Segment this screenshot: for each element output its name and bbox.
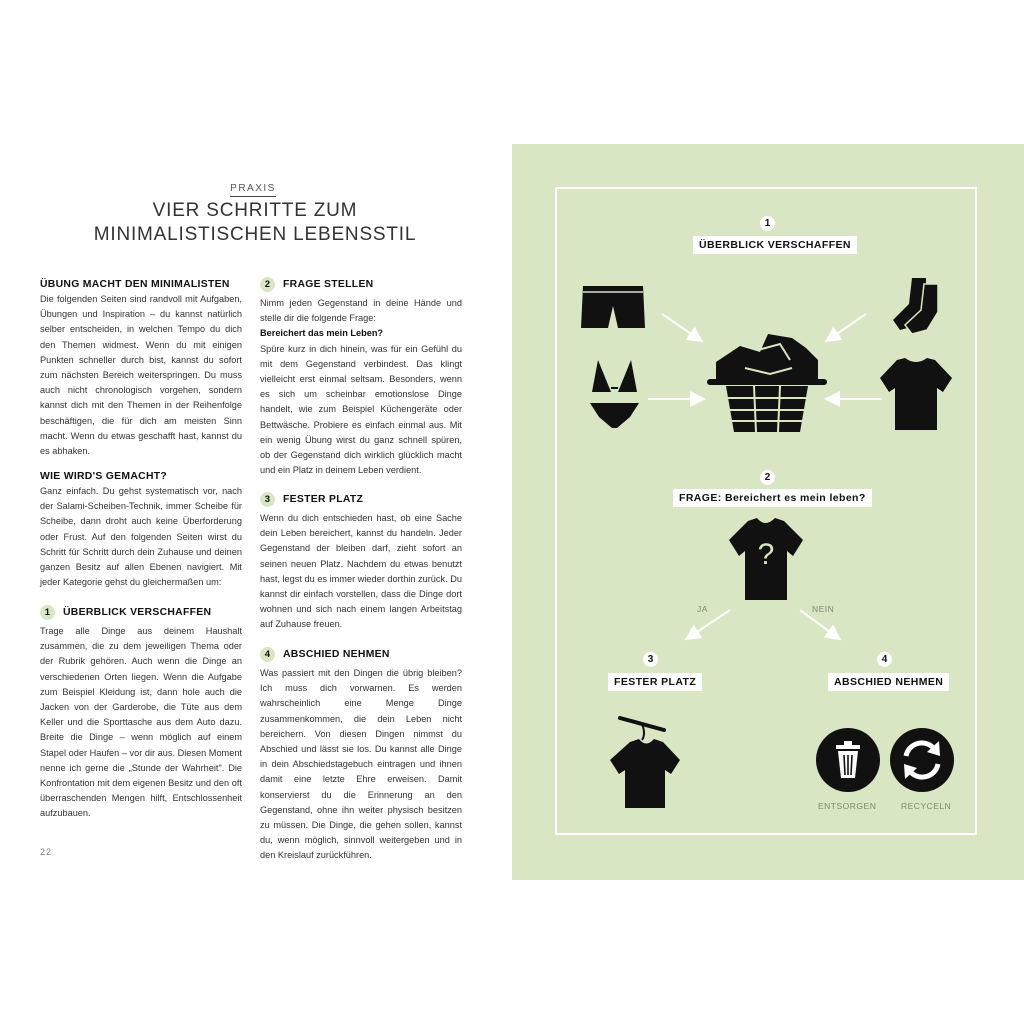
title-line-2: MINIMALISTISCHEN LEBENSSTIL xyxy=(93,224,417,245)
paragraph-wie: Ganz einfach. Du gehst systematisch vor,… xyxy=(40,486,242,588)
diagram-step-4-label: ABSCHIED NEHMEN xyxy=(828,673,950,691)
no-label: NEIN xyxy=(812,604,835,614)
yes-label: JA xyxy=(697,604,708,614)
step-2-title: FRAGE STELLEN xyxy=(283,278,374,290)
hanger-shirt-icon xyxy=(610,716,680,808)
dispose-label: ENTSORGEN xyxy=(818,801,877,811)
text-column-1b: WIE WIRD'S GEMACHT? Ganz einfach. Du geh… xyxy=(40,470,242,590)
step-3-badge: 3 xyxy=(260,492,275,507)
step-2-heading: 2 FRAGE STELLEN xyxy=(260,277,462,292)
paragraph-step-1: Trage alle Dinge aus deinem Haushalt zus… xyxy=(40,626,242,819)
step-2-question: Bereichert das mein Leben? xyxy=(260,328,384,339)
paragraph-step-2a: Nimm jeden Gegenstand in deine Hände und… xyxy=(260,298,462,324)
decision-arrows xyxy=(684,609,842,641)
arrows-in xyxy=(648,313,882,407)
kicker: PRAXIS xyxy=(160,183,346,197)
diagram-step-1-label: ÜBERBLICK VERSCHAFFEN xyxy=(693,236,857,254)
diagram-step-2-label: FRAGE: Bereichert es mein leben? xyxy=(673,489,872,507)
page-title: VIER SCHRITTE ZUM MINIMALISTISCHEN LEBEN… xyxy=(60,199,450,247)
diagram-step-1-badge: 1 xyxy=(760,216,775,231)
heading-uebung: ÜBUNG MACHT DEN MINIMALISTEN xyxy=(40,279,230,290)
diagram-step-3-badge: 3 xyxy=(643,652,658,667)
step-4-badge: 4 xyxy=(260,647,275,662)
shorts-icon xyxy=(581,286,645,328)
step-4-heading: 4 ABSCHIED NEHMEN xyxy=(260,647,462,662)
text-column-2: 2 FRAGE STELLEN Nimm jeden Gegenstand in… xyxy=(260,277,462,478)
text-column-1: ÜBUNG MACHT DEN MINIMALISTEN Die folgend… xyxy=(40,278,242,459)
trash-icon xyxy=(816,728,880,792)
question-shirt-icon xyxy=(729,518,803,600)
bikini-icon xyxy=(590,360,639,428)
step-1-badge: 1 xyxy=(40,605,55,620)
paragraph-step-2b: Spüre kurz in dich hinein, was für ein G… xyxy=(260,343,462,476)
step-1-heading: 1 ÜBERBLICK VERSCHAFFEN xyxy=(40,605,242,620)
text-column-1c: 1 ÜBERBLICK VERSCHAFFEN Trage alle Dinge… xyxy=(40,605,242,822)
step-4-title: ABSCHIED NEHMEN xyxy=(283,648,390,660)
step-3-heading: 3 FESTER PLATZ xyxy=(260,492,462,507)
text-column-2c: 4 ABSCHIED NEHMEN Was passiert mit den D… xyxy=(260,647,462,864)
diagram-frame xyxy=(555,187,977,835)
title-line-1: VIER SCHRITTE ZUM xyxy=(152,200,358,221)
laundry-basket-icon xyxy=(707,334,827,433)
question-mark: ? xyxy=(757,538,775,571)
paragraph-step-3: Wenn du dich entschieden hast, ob eine S… xyxy=(260,513,462,630)
recycle-icon xyxy=(890,728,954,792)
page-number: 22 xyxy=(40,847,53,857)
step-2-badge: 2 xyxy=(260,277,275,292)
text-column-2b: 3 FESTER PLATZ Wenn du dich entschieden … xyxy=(260,492,462,633)
socks-icon xyxy=(893,278,939,335)
diagram-step-2-badge: 2 xyxy=(760,470,775,485)
paragraph-intro: Die folgenden Seiten sind randvoll mit A… xyxy=(40,294,242,457)
tshirt-icon xyxy=(880,358,952,430)
diagram-step-4-badge: 4 xyxy=(877,652,892,667)
paragraph-step-4: Was passiert mit den Dingen die übrig bl… xyxy=(260,668,462,861)
diagram-step-3-label: FESTER PLATZ xyxy=(608,673,703,691)
step-1-title: ÜBERBLICK VERSCHAFFEN xyxy=(63,606,212,618)
step-3-title: FESTER PLATZ xyxy=(283,493,364,505)
heading-wie: WIE WIRD'S GEMACHT? xyxy=(40,471,168,482)
recycle-label: RECYCELN xyxy=(901,801,952,811)
